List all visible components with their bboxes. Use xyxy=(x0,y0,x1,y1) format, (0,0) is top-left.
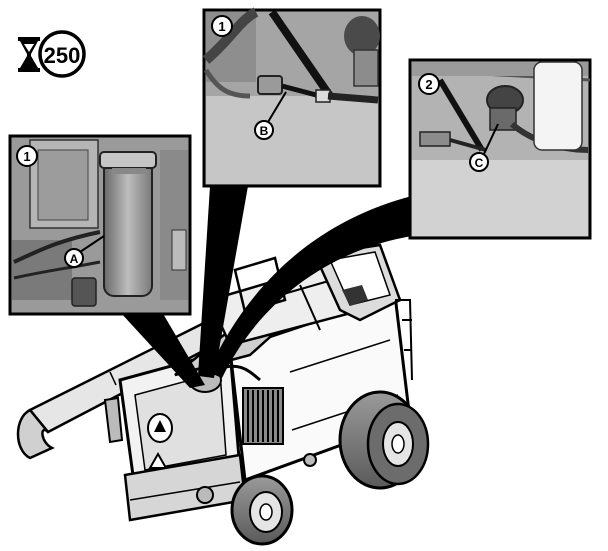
leader-right xyxy=(208,196,412,378)
callout-number-right-text: 2 xyxy=(425,77,432,92)
callout-number-middle-text: 1 xyxy=(218,19,225,34)
callout-letter-b xyxy=(254,120,274,140)
callout-number-left-text: 1 xyxy=(23,149,30,164)
hourglass-icon xyxy=(18,37,40,72)
callout-letter-b-text: B xyxy=(260,124,269,138)
callout-number-right xyxy=(418,73,440,95)
rear-wheel xyxy=(338,390,430,490)
interval-circle xyxy=(38,30,86,78)
front-wheel xyxy=(230,474,294,546)
leader-middle xyxy=(198,186,248,378)
service-interval-badge: 250 xyxy=(18,30,86,78)
inset-middle: 1 B xyxy=(202,7,382,188)
callout-number-left xyxy=(16,145,38,167)
callout-letter-a-text: A xyxy=(70,252,79,266)
inset-right: 2 C xyxy=(408,58,592,240)
leader-left xyxy=(120,312,205,388)
inset-left: 1 A xyxy=(8,134,192,316)
callout-letter-c xyxy=(469,152,489,172)
machine-illustration xyxy=(16,243,430,546)
callout-number-middle xyxy=(211,15,233,37)
leader-wedges xyxy=(120,186,412,388)
interval-hours: 250 xyxy=(44,43,81,68)
callout-letter-c-text: C xyxy=(475,156,484,170)
callout-letter-a xyxy=(64,248,84,268)
